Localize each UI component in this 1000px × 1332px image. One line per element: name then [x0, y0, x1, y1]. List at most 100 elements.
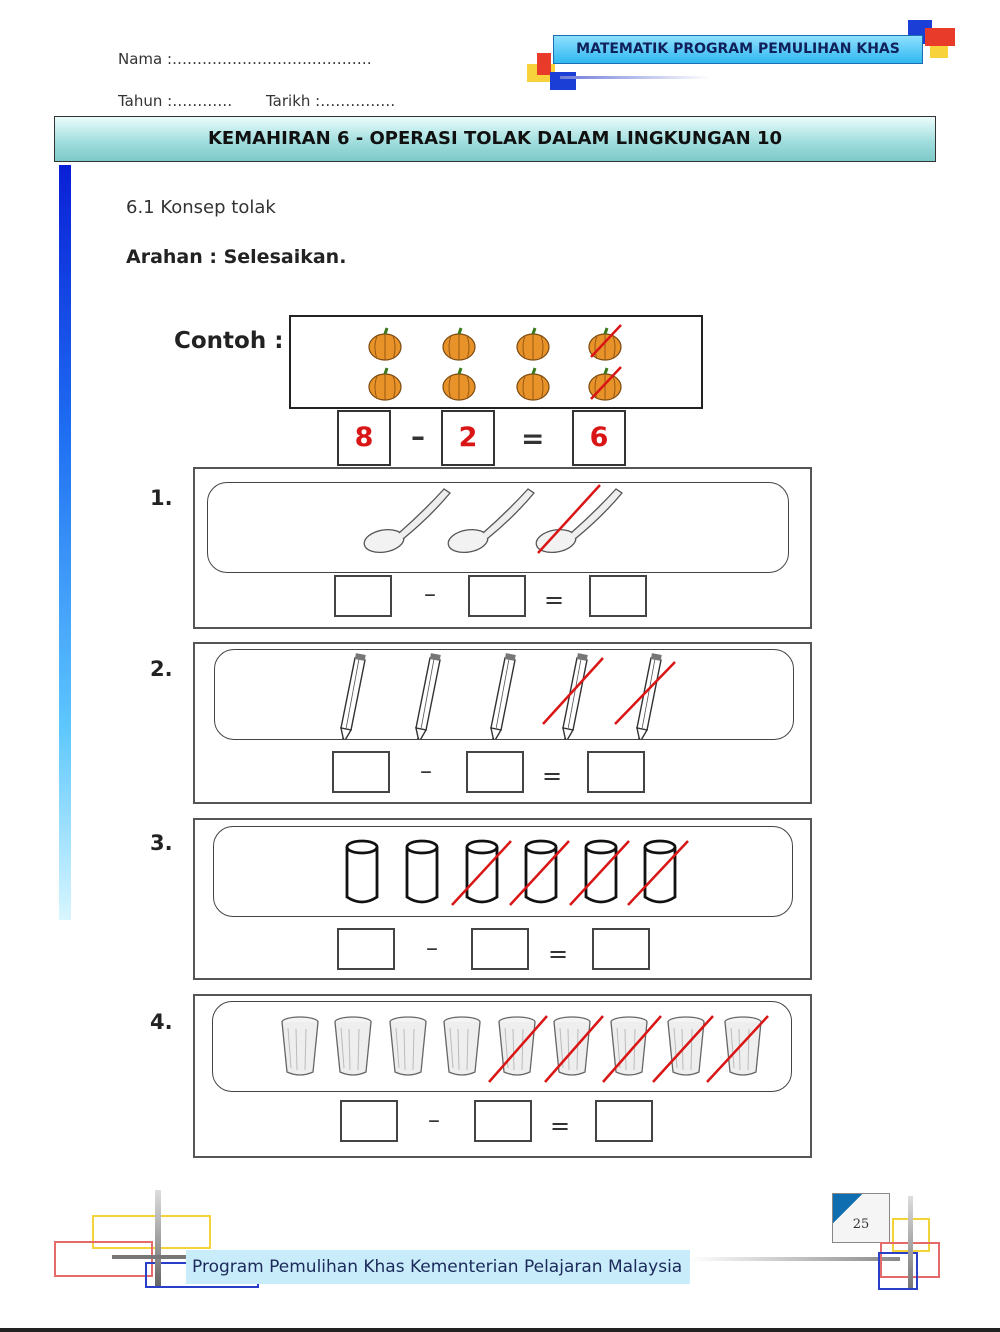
pencil-icon	[562, 652, 589, 743]
cross-mark	[509, 840, 570, 906]
decor-square-red	[537, 53, 551, 75]
decor-vertical-bar-2	[908, 1196, 913, 1288]
glass-icon	[443, 1016, 481, 1076]
pencil-icon	[340, 652, 367, 743]
name-field[interactable]: Nama :……………………….…………	[118, 50, 372, 68]
decor-square-blue	[550, 72, 576, 90]
decor-square-yellow-2	[930, 46, 948, 58]
cross-mark	[627, 840, 689, 906]
example-label: Contoh :	[174, 328, 284, 354]
question-4-picture-box	[212, 1001, 792, 1092]
example-answer-result: 6	[572, 410, 626, 466]
answer-box-2b[interactable]	[466, 751, 524, 793]
question-number: 1.	[150, 486, 173, 510]
question-number: 2.	[150, 657, 173, 681]
example-answer-a: 8	[337, 410, 391, 466]
cross-mark	[537, 484, 601, 554]
subject-banner: MATEMATIK PROGRAM PEMULIHAN KHAS	[553, 35, 923, 64]
equals-sign: =	[544, 586, 565, 614]
page-bottom-border	[0, 1328, 1000, 1332]
page-number: 25	[832, 1193, 890, 1243]
glass-icon	[724, 1016, 762, 1076]
glass-icon	[389, 1016, 427, 1076]
pencil-icon	[490, 652, 517, 743]
minus-sign: –	[411, 420, 425, 453]
answer-box-4c[interactable]	[595, 1100, 653, 1142]
equals-sign: =	[521, 422, 545, 455]
answer-box-1b[interactable]	[468, 575, 526, 617]
cylinder-set	[345, 839, 689, 906]
cross-mark	[652, 1015, 714, 1083]
question-1-panel	[193, 467, 812, 629]
pumpkin-icon	[367, 366, 403, 402]
cross-mark	[544, 1015, 604, 1083]
cross-mark	[488, 1015, 548, 1083]
question-3-panel	[193, 818, 812, 980]
minus-sign: –	[428, 1106, 440, 1134]
minus-sign: –	[426, 934, 438, 962]
glass-set	[281, 1015, 769, 1083]
pumpkin-icon	[515, 366, 551, 402]
answer-box-1c[interactable]	[589, 575, 647, 617]
spoon-set	[361, 484, 623, 556]
question-1-picture-box	[207, 482, 789, 573]
spoon-icon	[361, 488, 451, 556]
cylinder-icon	[405, 839, 439, 904]
answer-box-3b[interactable]	[471, 928, 529, 970]
answer-box-3c[interactable]	[592, 928, 650, 970]
decor-horizontal-bar	[112, 1255, 232, 1259]
question-2-panel	[193, 642, 812, 804]
pumpkin-icon	[515, 326, 551, 362]
glass-icon	[334, 1016, 372, 1076]
equals-sign: =	[548, 940, 569, 968]
pumpkin-icon	[441, 326, 477, 362]
left-accent-bar	[59, 165, 71, 920]
decor-square-red-2	[925, 28, 955, 46]
cross-mark	[569, 840, 630, 906]
decor-line	[560, 76, 710, 79]
cross-mark	[706, 1015, 769, 1083]
pencil-icon	[415, 652, 442, 743]
minus-sign: –	[424, 580, 436, 608]
glass-icon	[281, 1016, 319, 1076]
cross-mark	[602, 1015, 662, 1083]
pumpkin-icon	[441, 366, 477, 402]
spoon-icon	[533, 488, 623, 556]
cross-mark	[614, 661, 676, 725]
equals-sign: =	[542, 762, 563, 790]
cross-mark	[451, 840, 512, 906]
decor-vertical-bar	[155, 1190, 161, 1286]
minus-sign: –	[420, 757, 432, 785]
decor-frame-blue-2	[878, 1252, 918, 1290]
pumpkin-icon	[367, 326, 403, 362]
question-4-panel	[193, 994, 812, 1158]
question-2-picture-box	[214, 649, 794, 743]
instruction: Arahan : Selesaikan.	[126, 246, 347, 268]
answer-box-1a[interactable]	[334, 575, 392, 617]
footer-text: Program Pemulihan Khas Kementerian Pelaj…	[186, 1250, 690, 1284]
cross-mark	[590, 366, 622, 400]
answer-box-4a[interactable]	[340, 1100, 398, 1142]
cross-mark	[542, 657, 604, 725]
decor-frame-red	[54, 1241, 153, 1277]
answer-box-3a[interactable]	[337, 928, 395, 970]
example-answer-b: 2	[441, 410, 495, 466]
equals-sign: =	[550, 1112, 571, 1140]
answer-box-4b[interactable]	[474, 1100, 532, 1142]
question-number: 4.	[150, 1010, 173, 1034]
year-field[interactable]: Tahun :…………	[118, 92, 233, 110]
skill-title: KEMAHIRAN 6 - OPERASI TOLAK DALAM LINGKU…	[54, 116, 936, 162]
pencil-set	[340, 652, 676, 743]
decor-footer-line	[690, 1257, 900, 1261]
example-picture-box	[289, 315, 703, 409]
question-number: 3.	[150, 831, 173, 855]
date-field[interactable]: Tarikh :……………	[266, 92, 396, 110]
section-heading: 6.1 Konsep tolak	[126, 197, 276, 218]
pumpkin-set	[367, 324, 623, 402]
answer-box-2a[interactable]	[332, 751, 390, 793]
spoon-icon	[445, 488, 535, 556]
cylinder-icon	[345, 839, 379, 904]
answer-box-2c[interactable]	[587, 751, 645, 793]
cross-mark	[590, 324, 622, 358]
question-3-picture-box	[213, 826, 793, 917]
